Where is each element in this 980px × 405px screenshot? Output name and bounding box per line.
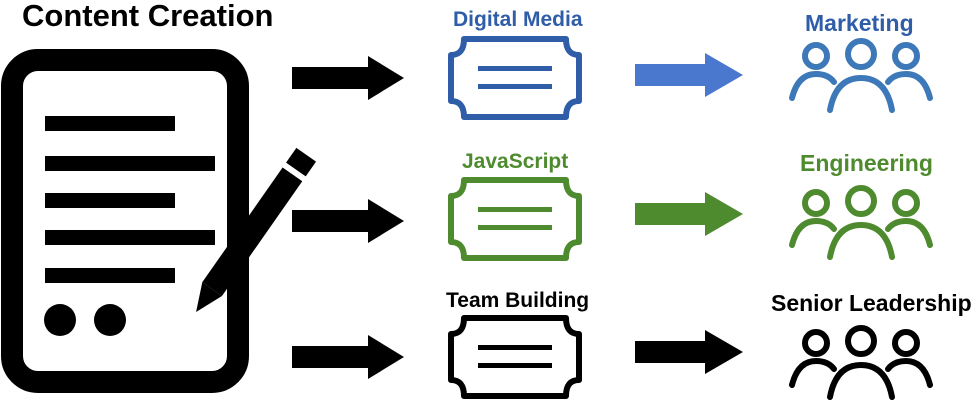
ticket-icon bbox=[448, 177, 582, 261]
audience-label-senior-leadership: Senior Leadership bbox=[771, 290, 972, 316]
arrow-right-icon bbox=[635, 53, 743, 97]
pencil-icon bbox=[196, 147, 317, 313]
people-group-icon bbox=[789, 38, 933, 113]
arrow-right-icon bbox=[292, 56, 404, 100]
arrow-right-icon bbox=[635, 330, 743, 374]
diagram-title: Content Creation bbox=[22, 0, 274, 33]
ticket-icon bbox=[448, 36, 582, 120]
audience-label-marketing: Marketing bbox=[805, 10, 914, 36]
topic-label-team-building: Team Building bbox=[446, 289, 590, 312]
arrow-right-icon bbox=[635, 192, 743, 236]
ticket-icon bbox=[448, 315, 582, 399]
topic-label-javascript: JavaScript bbox=[462, 150, 569, 173]
people-group-icon bbox=[789, 325, 933, 400]
arrow-right-icon bbox=[292, 199, 404, 243]
topic-label-digital-media: Digital Media bbox=[453, 8, 583, 31]
people-group-icon bbox=[789, 185, 933, 260]
audience-label-engineering: Engineering bbox=[800, 150, 933, 176]
arrow-right-icon bbox=[292, 335, 404, 379]
document-icon bbox=[1, 49, 249, 393]
